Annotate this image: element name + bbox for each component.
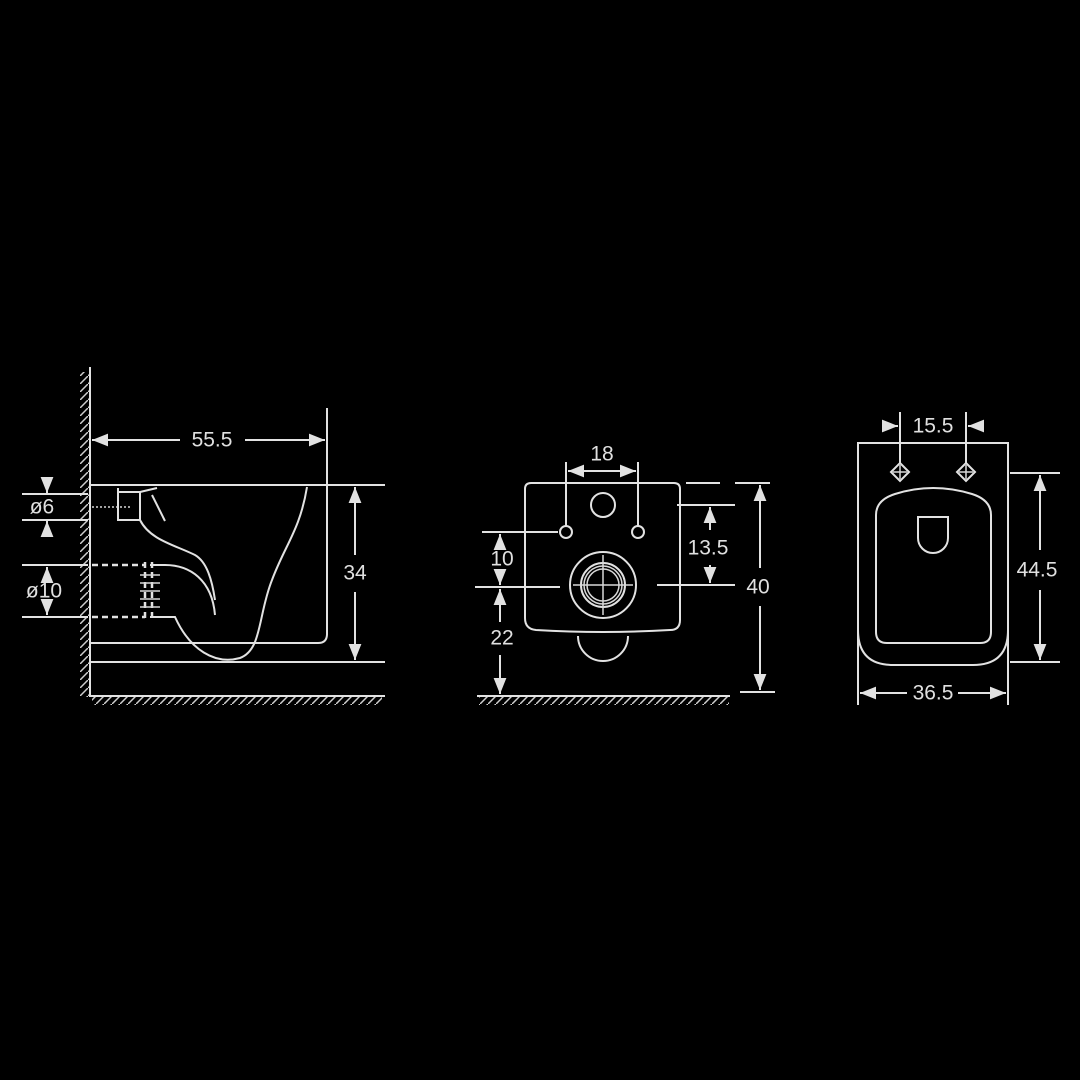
trap-inner-curve [150,564,216,616]
wall-hatching [80,372,89,697]
front-trap-bulge [577,635,629,662]
rim-channel [117,488,216,601]
inlet-box [117,491,141,521]
inlet-diameter-label: ø6 [30,496,55,519]
floor-hatching [479,697,729,705]
fixing-hole-crosses [893,465,973,479]
seat-lid-outline [875,487,992,644]
trap-outer-curve [150,486,308,661]
dim-width-label: 36.5 [913,682,954,705]
outlet-seal-ribs [140,574,160,608]
dim-bolt-spacing-label: 18 [590,443,613,466]
dim-outlet-to-top-label: 13.5 [688,537,729,560]
rim-lip [139,487,158,493]
dim-depth-label: 44.5 [1017,559,1058,582]
top-outer-sides [857,442,1009,705]
top-view: 15.5 44.5 36.5 [857,412,1060,705]
front-body-outline [524,482,681,633]
top-outer-front-curve [857,629,1009,666]
dim-height-label: 34 [343,562,367,585]
outlet-diameter-label: ø10 [26,580,62,603]
fixing-hole-right [955,461,977,483]
fixing-hole-left [889,461,911,483]
outlet-circle-outer [569,551,637,619]
dim-bolt-to-outlet-label: 10 [490,548,513,571]
dim-hole-spacing-label: 15.5 [913,415,954,438]
floor-hatching [92,697,382,705]
dim-length-label: 55.5 [192,429,233,452]
bowl-body-outline [90,408,328,644]
bolt-hole-right [631,525,645,539]
lid-handle [917,516,949,554]
front-view: 18 10 22 13.5 40 [475,443,775,705]
bolt-hole-left [559,525,573,539]
dim-outlet-height-label: 22 [490,627,513,650]
inlet-hole [590,492,616,518]
side-view: 55.5 34 ø6 ø10 [22,367,385,705]
dim-total-height-label: 40 [746,576,769,599]
rim-lip-slope [151,494,166,522]
